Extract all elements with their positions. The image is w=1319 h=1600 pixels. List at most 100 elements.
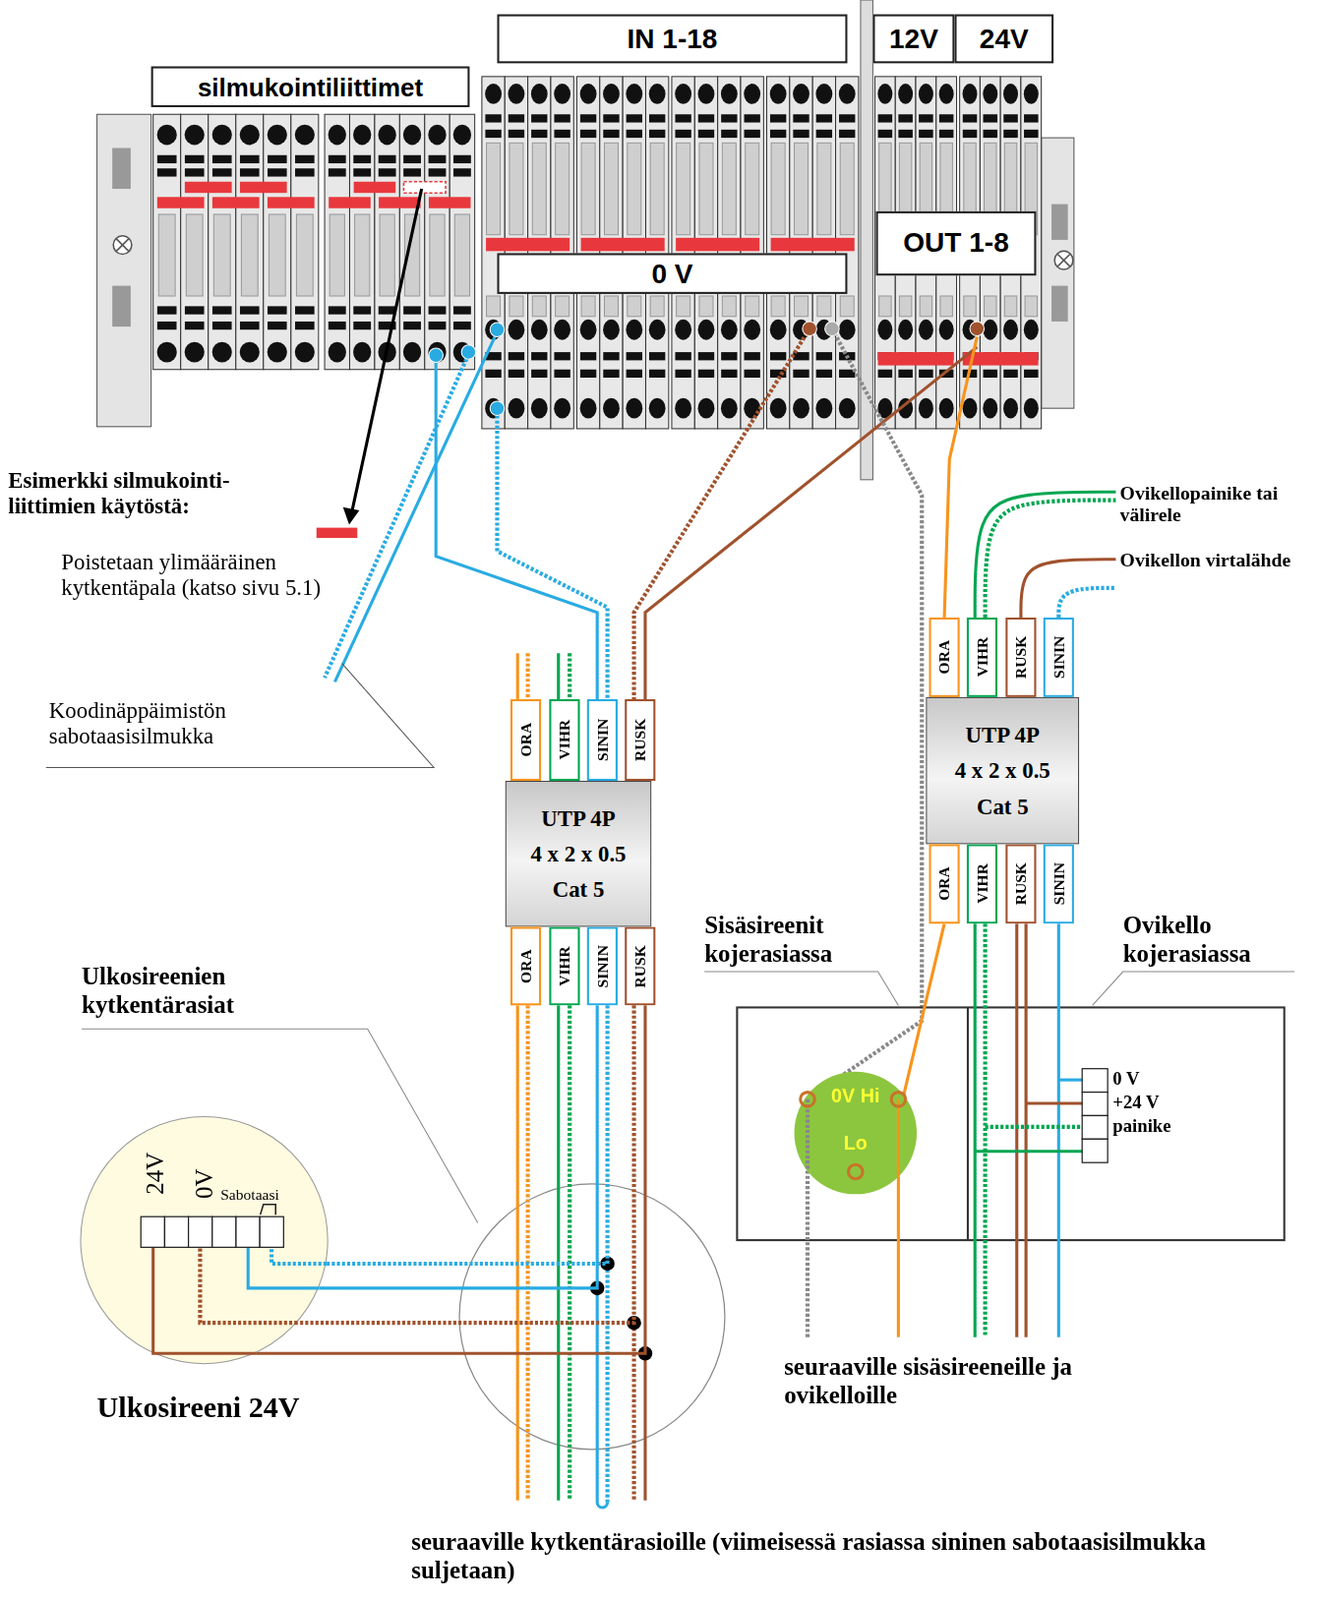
header-box: IN 1-18 <box>496 14 847 64</box>
screw-hole <box>918 319 934 341</box>
screw-hole <box>531 83 548 105</box>
screw-hole <box>625 319 643 341</box>
terminal-slot <box>296 214 313 297</box>
screw-hole <box>239 342 260 363</box>
removed-bridge-piece <box>316 528 359 539</box>
screw-hole <box>918 83 934 105</box>
release-slot <box>553 352 570 360</box>
release-slot <box>816 114 833 122</box>
terminal-slice <box>399 114 424 369</box>
bridge-piece <box>184 181 233 193</box>
terminal-strip-cell <box>164 1216 188 1248</box>
header-box: 24V <box>954 14 1054 64</box>
end-cap <box>97 114 152 427</box>
terminal-slot <box>581 296 596 317</box>
bridge-bar <box>675 238 760 251</box>
release-slot <box>674 129 691 138</box>
terminal-slot <box>486 296 501 317</box>
terminal-slot <box>213 214 231 297</box>
header-box: silmukointiliittimet <box>151 65 471 108</box>
terminal-slice <box>153 114 181 369</box>
header-text: silmukointiliittimet <box>197 71 423 102</box>
screw-hole <box>674 398 692 420</box>
release-slot <box>839 129 855 138</box>
terminal-slot <box>839 296 854 317</box>
release-slot <box>918 369 934 378</box>
terminal-slot <box>355 214 370 297</box>
terminal-slot <box>158 214 176 297</box>
screw-hole <box>157 342 178 363</box>
terminal-slot <box>919 296 932 317</box>
bridge-piece <box>354 181 397 193</box>
screw-hole <box>353 342 371 363</box>
terminal-slot <box>794 142 809 235</box>
screw-hole <box>508 319 526 341</box>
annotation-label: Sisäsireenit kojerasiassa <box>704 911 894 968</box>
wire-color-tag: RUSK <box>624 926 656 1006</box>
release-slot <box>720 352 737 360</box>
screw-hole <box>602 83 620 105</box>
screw-hole <box>403 124 421 146</box>
release-slot <box>698 129 715 138</box>
terminal-slot <box>699 296 714 317</box>
screw-hole <box>553 398 571 420</box>
release-slot <box>428 305 447 314</box>
release-slot <box>157 305 178 314</box>
terminal-strip-cell <box>212 1216 237 1248</box>
screw-hole <box>674 83 692 105</box>
wire-end <box>489 401 505 417</box>
annotation-label: 0 V <box>1112 1069 1195 1090</box>
header-box: 12V <box>872 14 955 64</box>
release-slot <box>403 321 421 330</box>
terminal-slot <box>721 296 736 317</box>
node-text: Cat 5 <box>552 871 605 908</box>
release-slot <box>674 114 691 122</box>
release-slot <box>698 114 715 122</box>
release-slot <box>1023 369 1039 378</box>
terminal-strip-cell <box>236 1216 260 1248</box>
bridge-bar <box>581 238 665 251</box>
terminal-slot <box>771 296 785 317</box>
terminal-slice <box>374 114 400 369</box>
separator-plate <box>860 0 873 480</box>
release-slot <box>378 168 397 177</box>
terminal-slot <box>555 296 570 317</box>
wire <box>643 1353 647 1500</box>
screw-hole <box>1023 398 1039 420</box>
terminal-slot <box>240 214 258 297</box>
bridge-piece <box>212 196 260 208</box>
release-slot <box>878 369 894 378</box>
terminal-slice <box>236 114 264 369</box>
terminal-slot <box>650 296 664 317</box>
screw-hole <box>553 83 571 105</box>
wire <box>1024 923 1028 1337</box>
header-text: 12V <box>889 22 939 55</box>
bridge-piece <box>239 181 288 193</box>
wire-end <box>802 321 818 337</box>
wire <box>1058 1079 1082 1082</box>
annotation-label: painike <box>1112 1115 1204 1137</box>
release-slot <box>744 114 761 122</box>
annotation-label: Ovikello kojerasiassa <box>1123 911 1297 968</box>
annotation-label: Ovikellopainike tai välirele <box>1120 481 1300 527</box>
release-slot <box>898 129 913 138</box>
wire <box>334 331 497 682</box>
wire <box>1057 923 1061 1337</box>
terminal-slot <box>627 142 642 235</box>
release-slot <box>295 321 315 330</box>
screw-hole <box>792 398 810 420</box>
release-slot <box>484 369 501 378</box>
release-slot <box>983 129 999 138</box>
wire <box>983 923 988 1337</box>
screw-hole <box>625 398 643 420</box>
terminal-strip-cell <box>259 1216 284 1248</box>
release-slot <box>983 114 999 122</box>
screw-hole <box>531 398 548 420</box>
screw-hole <box>212 124 233 146</box>
release-slot <box>353 305 371 314</box>
screw-hole <box>212 342 233 363</box>
release-slot <box>328 155 347 164</box>
release-slot <box>553 369 570 378</box>
leader-line <box>1092 971 1296 1006</box>
screw-hole <box>982 319 998 341</box>
